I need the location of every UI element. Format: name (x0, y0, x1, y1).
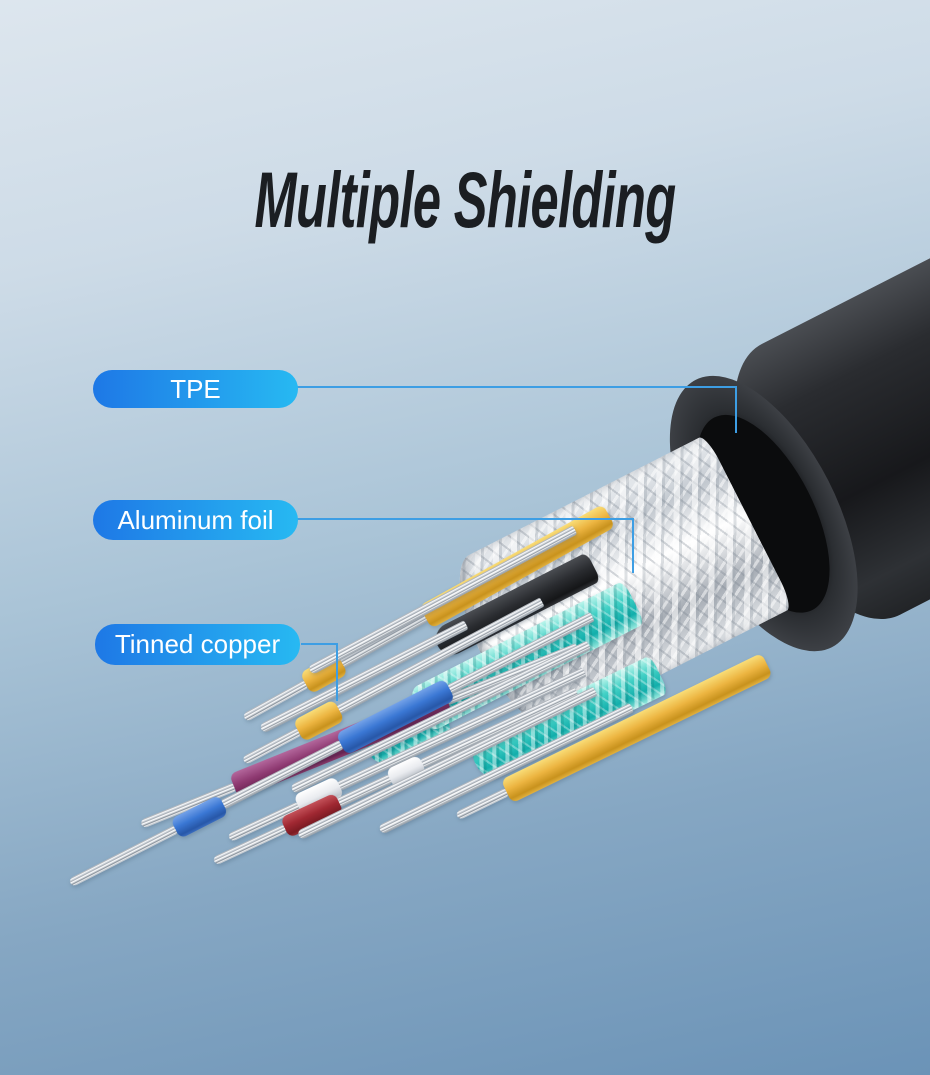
leader-line-tpe-vertical (735, 387, 737, 433)
wire-blue-segment-str (68, 825, 178, 887)
leader-line-tinned-copper-vertical (336, 644, 338, 701)
leader-line-aluminum-foil-horizontal (297, 518, 634, 520)
page-title: Multiple Shielding (254, 155, 676, 244)
callout-pill-tinned-copper: Tinned copper (95, 624, 300, 665)
callout-label-tinned-copper: Tinned copper (114, 629, 281, 659)
callout-label-aluminum-foil: Aluminum foil (117, 504, 274, 535)
callout-pill-aluminum-foil: Aluminum foil (93, 500, 298, 540)
leader-line-tpe-horizontal (296, 386, 737, 388)
leader-line-aluminum-foil-vertical (632, 519, 634, 573)
leader-line-tinned-copper-horizontal (301, 643, 338, 645)
callout-pill-tpe: TPE (93, 370, 298, 408)
callout-label-tpe: TPE (170, 373, 221, 404)
